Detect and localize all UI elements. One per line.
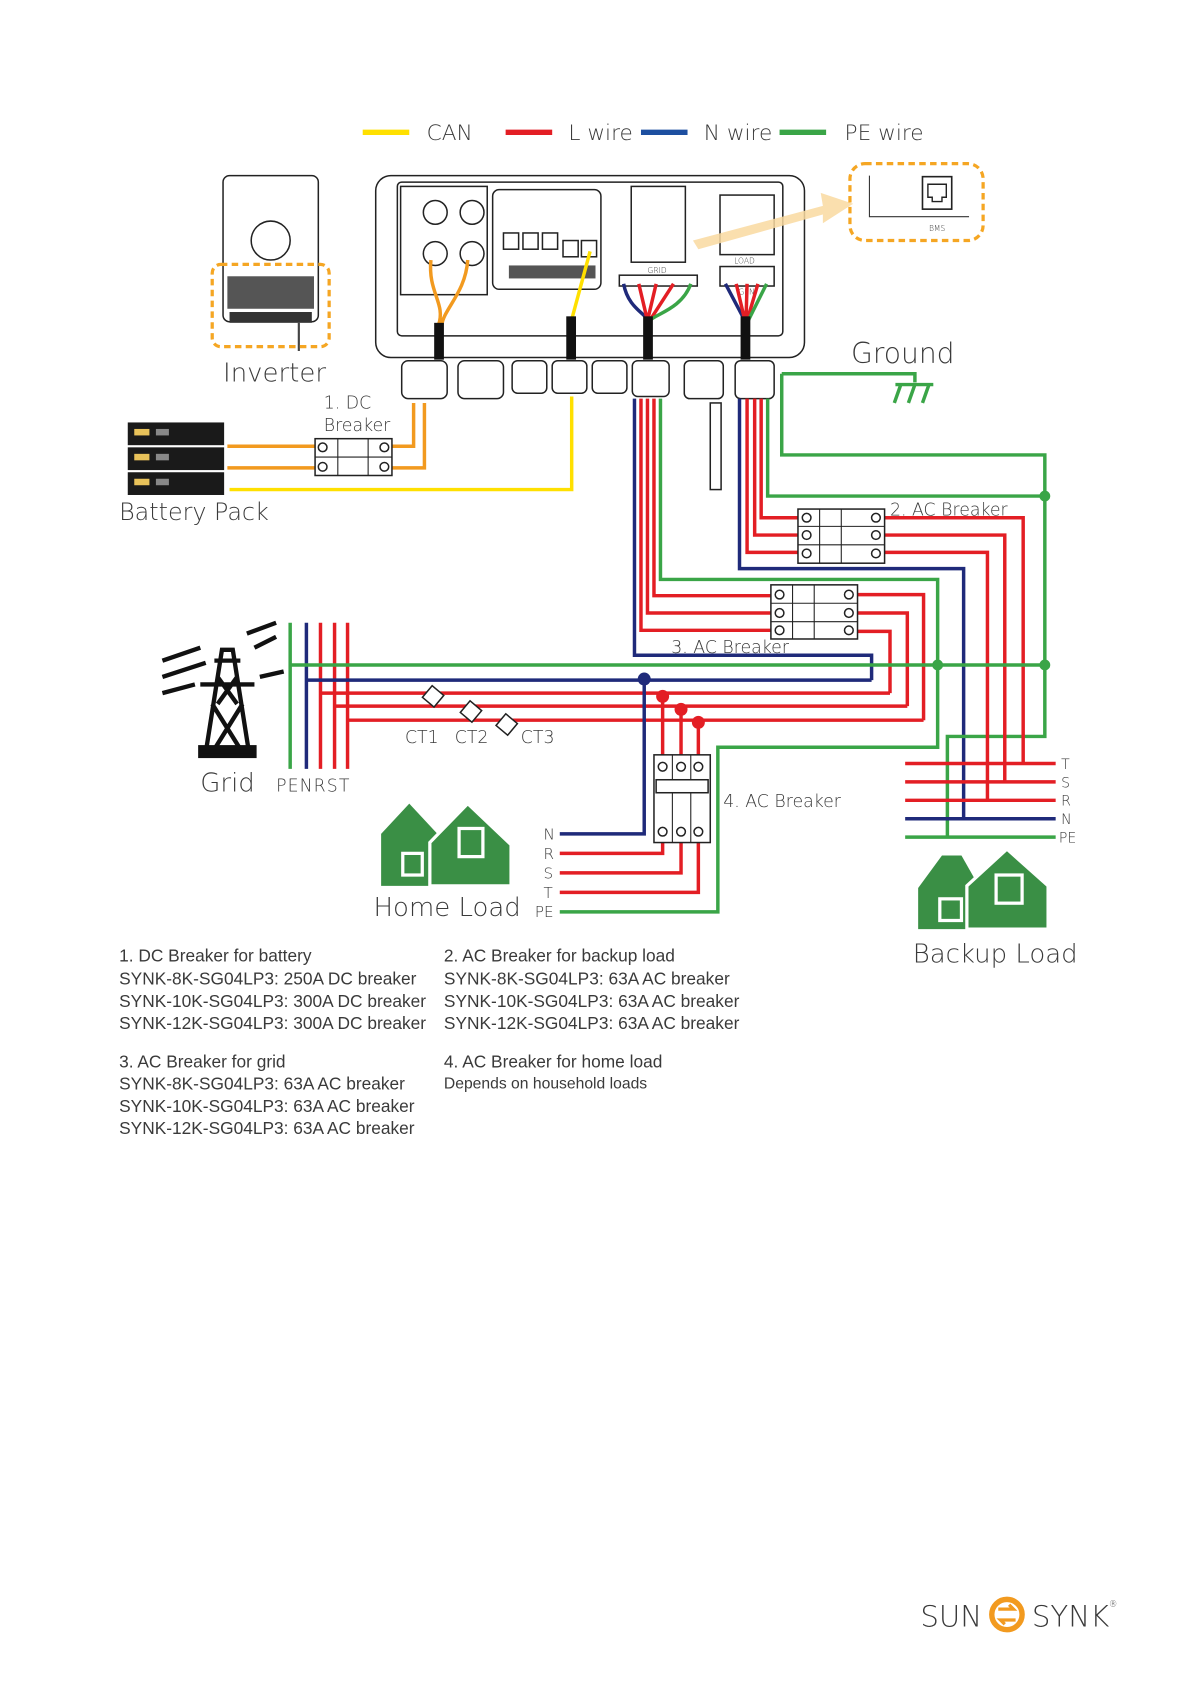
ac-breaker-4-label: 4. AC Breaker — [723, 792, 842, 812]
ac-breaker-4 — [653, 754, 712, 844]
ct2-icon — [459, 699, 483, 724]
grid-label: Grid — [200, 769, 254, 799]
ct-sensors — [421, 684, 519, 737]
text-label: N — [1061, 812, 1072, 828]
backup-phase-labels: T S R N PE — [1059, 757, 1076, 847]
note-ac-breaker-backup: 2. AC Breaker for backup load SYNK-8K-SG… — [444, 946, 740, 1033]
text-label: N — [544, 825, 555, 843]
ct1-icon — [421, 684, 445, 709]
text-label: S — [1061, 775, 1070, 791]
text-label: T — [544, 884, 553, 902]
legend: CAN L wire N wire PE wire — [362, 121, 924, 146]
text-label: PE — [535, 903, 554, 921]
text-label: ® — [1109, 1600, 1118, 1610]
text-label: 2. AC Breaker for backup load — [444, 946, 675, 966]
text-label: SYNK — [1032, 1599, 1109, 1633]
ground-icon — [781, 371, 934, 404]
note-ac-breaker-grid: 3. AC Breaker for grid SYNK-8K-SG04LP3: … — [119, 1052, 415, 1138]
ct3-label: CT3 — [521, 728, 555, 748]
ac-breaker-3-label: 3. AC Breaker — [671, 638, 790, 658]
ct3-icon — [494, 712, 519, 737]
ac-breaker-2 — [797, 508, 886, 564]
grid-tower-icon — [161, 620, 285, 759]
text-label: T — [1061, 757, 1070, 773]
ac-breaker-2-label: 2. AC Breaker — [890, 501, 1009, 521]
text-label: Depends on household loads — [444, 1075, 647, 1092]
cable-glands — [400, 359, 775, 491]
text-label: SYNK-12K-SG04LP3: 63A AC breaker — [119, 1118, 415, 1138]
text-label: S — [544, 864, 554, 882]
rj45-port-icon — [921, 175, 953, 210]
legend-can-label: CAN — [427, 121, 473, 146]
battery-pack-icon — [127, 422, 225, 495]
backup-load-label: Backup Load — [913, 940, 1078, 970]
text-label: SYNK-10K-SG04LP3: 300A DC breaker — [119, 991, 426, 1011]
text-label: SYNK-12K-SG04LP3: 63A AC breaker — [444, 1013, 740, 1033]
text-label: R — [544, 845, 555, 863]
text-label: SYNK-8K-SG04LP3: 250A DC breaker — [119, 968, 417, 988]
dc-breaker-label: 1. DC — [324, 393, 371, 413]
ground-label: Ground — [851, 337, 955, 370]
bms-label: BMS — [929, 224, 945, 233]
grid-phases-label: PENRST — [276, 777, 350, 797]
ct1-label: CT1 — [405, 728, 439, 748]
backup-load-house-icon — [918, 846, 1050, 931]
dc-breaker-1 — [314, 437, 393, 477]
note-ac-breaker-home: 4. AC Breaker for home load Depends on h… — [444, 1052, 662, 1093]
text-label: PE — [1059, 831, 1076, 847]
text-label: SYNK-8K-SG04LP3: 63A AC breaker — [444, 968, 730, 988]
home-phase-labels: N R S T PE — [535, 825, 555, 921]
text-label: 3. AC Breaker for grid — [119, 1052, 285, 1072]
home-load-house-icon — [381, 801, 513, 888]
bms-port-callout: BMS — [848, 162, 985, 243]
legend-pe-label: PE wire — [845, 121, 924, 146]
inverter-label: Inverter — [223, 358, 326, 388]
text-label: R — [1061, 794, 1071, 810]
text-label: 4. AC Breaker for home load — [444, 1052, 662, 1072]
home-load-label: Home Load — [374, 893, 521, 923]
text-label: SUN — [920, 1599, 982, 1633]
grid-terminal-label: GRID — [647, 266, 666, 275]
inverter-wiring-box: GRID LOAD GEN — [374, 174, 806, 491]
legend-l-label: L wire — [568, 121, 632, 146]
notes: 1. DC Breaker for battery SYNK-8K-SG04LP… — [119, 946, 739, 1138]
dc-breaker-label-2: Breaker — [324, 416, 391, 436]
text-label: 1. DC Breaker for battery — [119, 946, 312, 966]
text-label: SYNK-10K-SG04LP3: 63A AC breaker — [444, 991, 740, 1011]
load-terminal-label: LOAD — [734, 256, 755, 265]
text-label: SYNK-8K-SG04LP3: 63A AC breaker — [119, 1073, 405, 1093]
ac-breaker-3 — [770, 584, 859, 640]
sunsynk-logo: SUN SYNK ® — [920, 1596, 1118, 1633]
logo-mark-icon — [989, 1596, 1025, 1633]
text-label: SYNK-10K-SG04LP3: 63A AC breaker — [119, 1096, 415, 1116]
ct2-label: CT2 — [455, 728, 489, 748]
inverter-icon — [210, 174, 331, 351]
text-label: SYNK-12K-SG04LP3: 300A DC breaker — [119, 1013, 426, 1033]
battery-pack-label: Battery Pack — [119, 498, 269, 526]
note-dc-breaker-battery: 1. DC Breaker for battery SYNK-8K-SG04LP… — [119, 946, 426, 1033]
bms-arrow — [692, 192, 854, 250]
legend-n-label: N wire — [704, 121, 773, 146]
